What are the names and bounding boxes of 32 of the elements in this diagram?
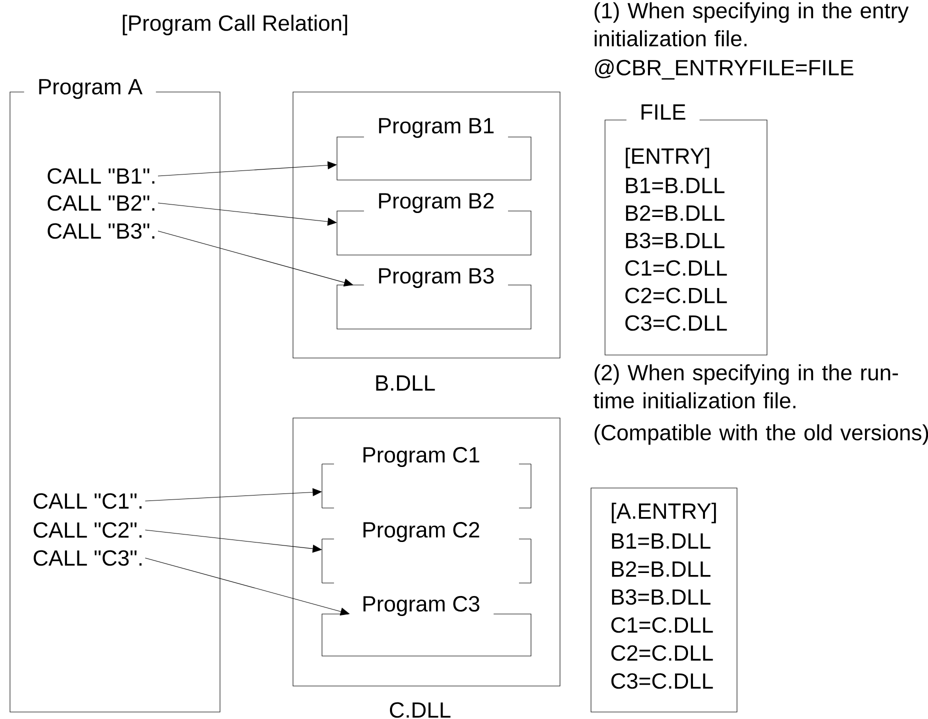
arrow <box>144 488 322 502</box>
program-box: Program B1 <box>336 116 532 180</box>
note: (Compatible with the old versions) <box>594 424 928 445</box>
program-box: Program C2 <box>322 520 532 584</box>
program-box: Program C3 <box>322 594 532 656</box>
arrow <box>158 202 337 226</box>
dll-label: C.DLL <box>390 702 450 718</box>
note: (1) When specifying in the entry initialization file. <box>594 2 909 46</box>
call-statement: CALL "B2". <box>48 195 154 211</box>
call-statement: CALL "B1". <box>48 168 154 184</box>
call-statement: CALL "C1". <box>34 493 142 509</box>
dll-box <box>292 92 560 358</box>
dll-label: B.DLL <box>376 375 435 391</box>
dll-box <box>292 418 560 686</box>
node-label: Program B1 <box>379 118 494 138</box>
node-label: Program B3 <box>379 268 494 288</box>
file-box: [A.ENTRY] B1=B.DLL B2=B.DLL B3=B.DLL C1=C.DLL C2=C.DLL C3=C.DLL <box>590 488 738 712</box>
program-box: Program B3 <box>336 266 532 330</box>
node-label: FILE <box>642 104 686 120</box>
call-statement: CALL "C3". <box>34 550 142 566</box>
arrow <box>144 530 322 553</box>
program-box: Program C1 <box>322 446 532 508</box>
node-label: Program C3 <box>364 596 480 616</box>
call-statement: CALL "C2". <box>34 522 142 538</box>
program-box: Program B2 <box>336 192 532 256</box>
node-label: Program B2 <box>379 193 494 213</box>
file-box: FILE [ENTRY] B1=B.DLL B2=B.DLL B3=B.DLL C1=C.DLL C2=C.DLL C3=C.DLL <box>604 103 768 356</box>
arrow <box>158 230 354 286</box>
arrow <box>158 161 337 176</box>
title: [Program Call Relation] <box>122 14 348 36</box>
call-statement: CALL "B3". <box>48 223 154 239</box>
note: @CBR_ENTRYFILE=FILE <box>595 59 854 80</box>
